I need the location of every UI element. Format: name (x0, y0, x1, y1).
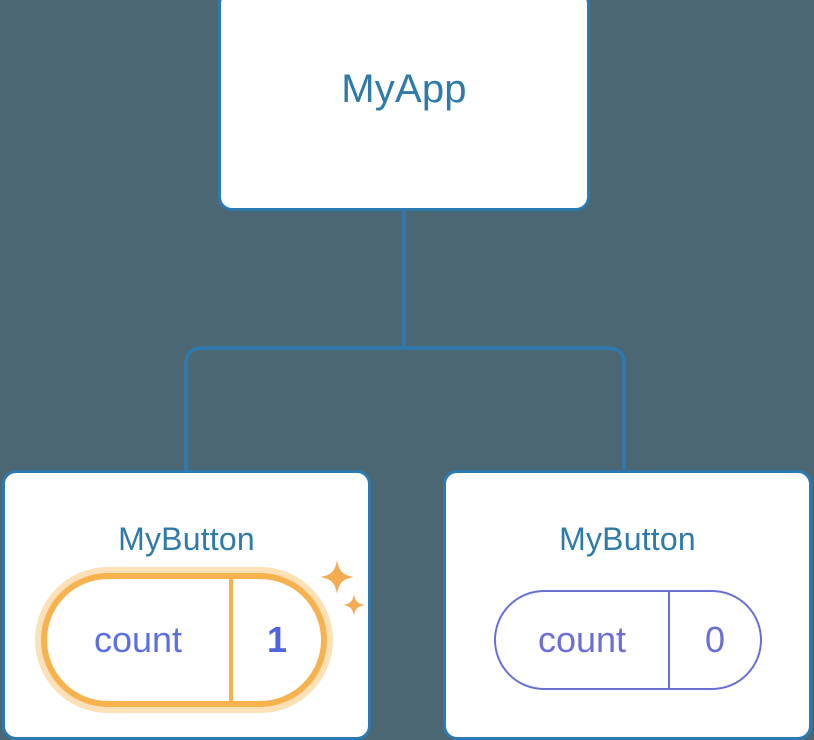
component-title-root: MyApp (341, 67, 467, 111)
component-card-myapp[interactable]: MyApp (218, 0, 590, 211)
component-title-child-1: MyButton (559, 521, 696, 557)
state-value-right: 0 (704, 619, 726, 660)
state-badge-count-right[interactable]: count 0 (494, 590, 762, 690)
state-key-left: count (47, 579, 233, 701)
connector-branch-left (184, 346, 404, 472)
connector-branch-right (404, 346, 626, 472)
state-value-left: 1 (266, 619, 288, 660)
state-badge-count-left[interactable]: count 1 (41, 573, 327, 707)
state-key-right: count (496, 592, 670, 688)
component-title-child-0: MyButton (118, 521, 255, 557)
